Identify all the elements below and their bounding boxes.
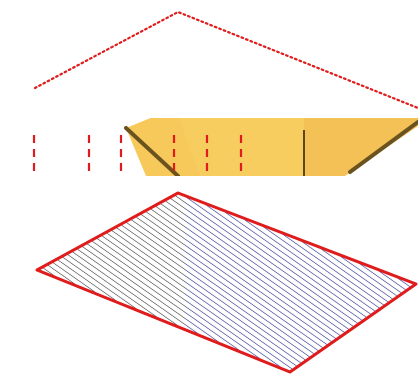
roof-ridge-outline xyxy=(33,10,418,110)
roof-surface-section xyxy=(124,118,418,176)
floor-outline xyxy=(35,191,418,374)
hatched-floor-plan xyxy=(35,191,418,374)
wall-post-guides xyxy=(32,135,243,176)
